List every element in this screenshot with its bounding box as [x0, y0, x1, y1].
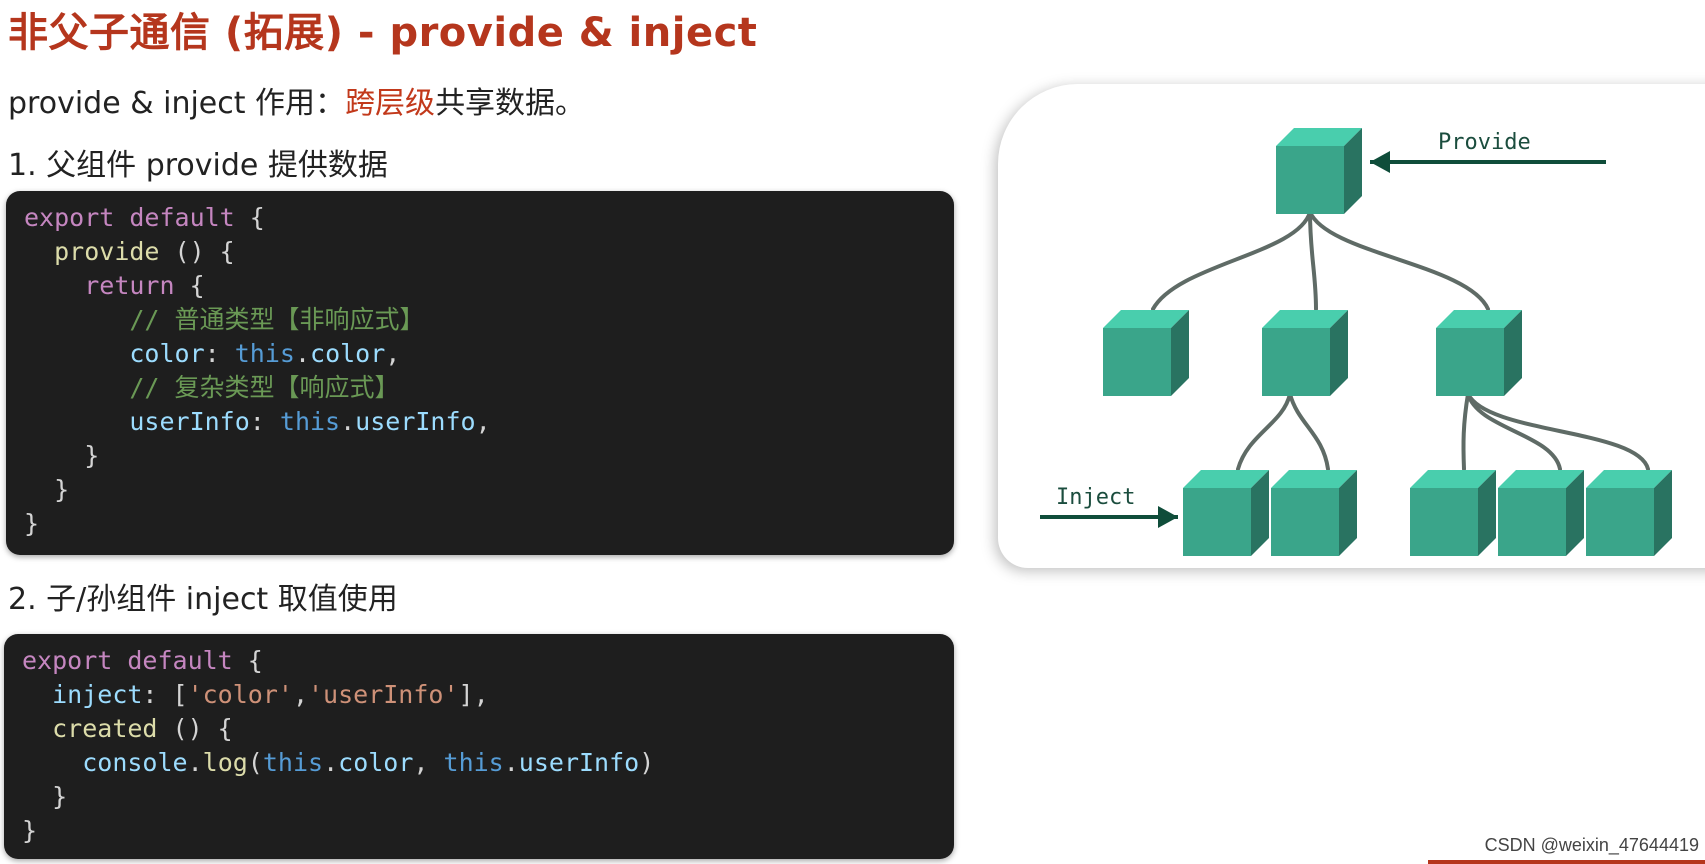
code-block-provide: export default { provide () { return { /… [6, 191, 954, 555]
intro-highlight: 跨层级 [345, 86, 436, 121]
intro-text: provide & inject 作用：跨层级共享数据。 [8, 78, 585, 122]
child-cube-2 [1262, 310, 1348, 396]
component-tree-svg: Provide Inject [1040, 128, 1672, 556]
code-line: color: this.color, [129, 339, 401, 368]
tree-link [1151, 210, 1312, 311]
provide-arrow [1370, 151, 1606, 173]
tree-link [1466, 392, 1650, 471]
code-line: } [24, 509, 40, 538]
inject-arrow [1040, 506, 1178, 528]
grandchild-cube-5 [1586, 470, 1672, 556]
code-line: created () { [52, 714, 233, 743]
code-line: userInfo: this.userInfo, [129, 407, 491, 436]
code-line: // 普通类型【非响应式】 [129, 305, 425, 334]
provide-inject-diagram: Provide Inject [998, 84, 1705, 568]
child-cube-3 [1436, 310, 1522, 396]
code-line: } [24, 475, 70, 504]
page-title: 非父子通信 (拓展) - provide & inject [8, 10, 758, 56]
provide-label: Provide [1438, 130, 1531, 155]
root-cube [1276, 128, 1362, 214]
code-line: export default { [24, 203, 265, 232]
code-line: provide () { [54, 237, 235, 266]
code-line: return { [84, 271, 205, 300]
grandchild-cube-3 [1410, 470, 1496, 556]
grandchild-cube-2 [1271, 470, 1357, 556]
child-cube-1 [1103, 310, 1189, 396]
inject-label: Inject [1056, 485, 1135, 510]
watermark: CSDN @weixin_47644419 [1484, 835, 1699, 855]
grandchild-cube-1 [1183, 470, 1269, 556]
step-1-heading: 1. 父组件 provide 提供数据 [8, 148, 388, 183]
tree-link [1308, 210, 1318, 311]
tree-link [1288, 392, 1330, 471]
code-line: export default { [22, 646, 263, 675]
tree-link [1308, 210, 1490, 311]
code-line: inject: ['color','userInfo'], [52, 680, 489, 709]
code-line: console.log(this.color, this.userInfo) [82, 748, 655, 777]
code-line: } [22, 782, 68, 811]
bottom-accent-line [1428, 860, 1705, 864]
step-2-heading: 2. 子/孙组件 inject 取值使用 [8, 582, 398, 617]
tree-link [1466, 392, 1562, 471]
code-block-inject: export default { inject: ['color','userI… [4, 634, 954, 859]
grandchild-cube-4 [1498, 470, 1584, 556]
intro-suffix: 共享数据。 [435, 86, 586, 121]
code-line: } [22, 816, 38, 845]
tree-link [1461, 392, 1470, 471]
code-line: } [24, 441, 100, 470]
code-line: // 复杂类型【响应式】 [129, 373, 400, 402]
tree-link [1236, 392, 1292, 471]
intro-prefix: provide & inject 作用： [8, 86, 346, 121]
